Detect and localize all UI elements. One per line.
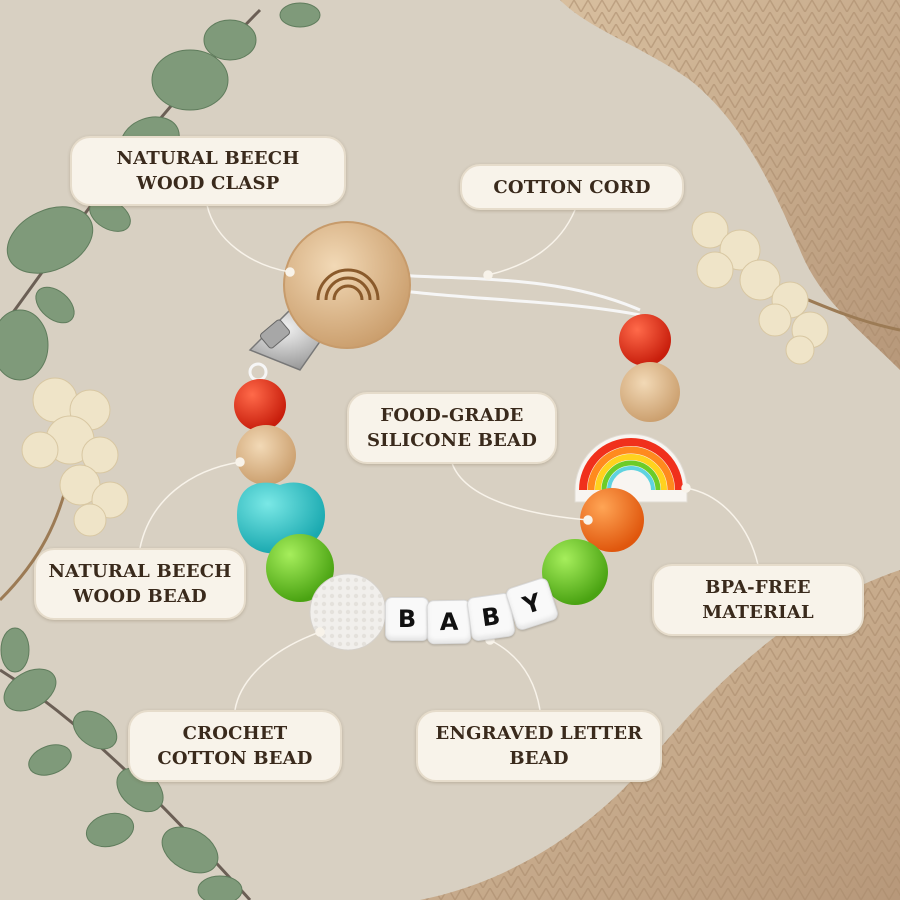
knit-blanket-bottom (420, 570, 900, 900)
callout-crochet-bead: CROCHET COTTON BEAD (128, 710, 342, 782)
callout-wood-clasp: NATURAL BEECH WOOD CLASP (70, 136, 346, 206)
callout-silicone-bead: FOOD-GRADE SILICONE BEAD (347, 392, 557, 464)
letter-bead: A (426, 599, 472, 645)
cotton-cord (394, 273, 641, 317)
eucalyptus-bottom-left (0, 627, 252, 900)
callout-cotton-cord: COTTON CORD (460, 164, 684, 210)
callout-wood-bead: NATURAL BEECH WOOD BEAD (34, 548, 246, 620)
bead-strand (234, 314, 688, 651)
dried-flowers-right (691, 211, 900, 365)
rainbow-bead (574, 433, 688, 503)
callout-bpa-free: BPA-FREE MATERIAL (652, 564, 864, 636)
callout-letter-bead: ENGRAVED LETTER BEAD (416, 710, 662, 782)
letter-bead: B (385, 597, 429, 641)
dried-flowers-left (0, 377, 129, 602)
wood-clasp (283, 221, 411, 349)
knit-blanket-top (560, 0, 900, 370)
callout-leaders (139, 204, 759, 711)
